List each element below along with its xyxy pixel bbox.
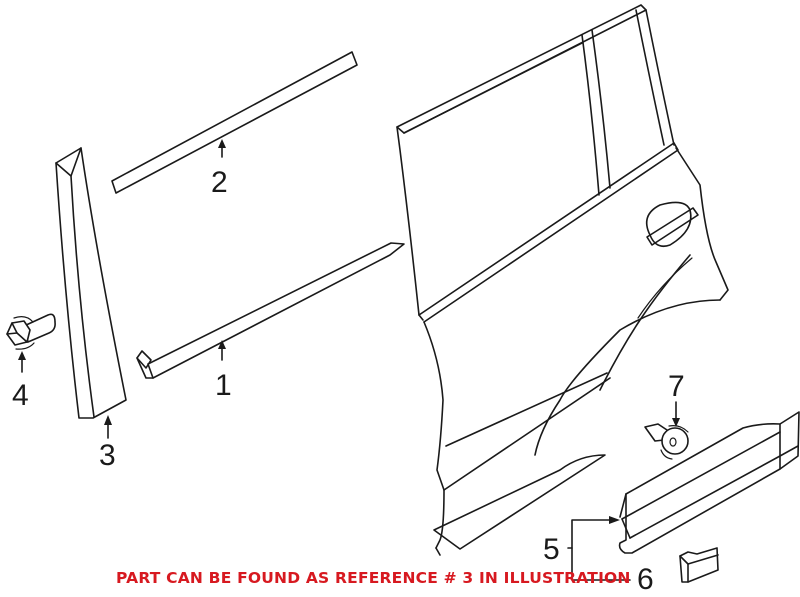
callout-6: 6 [637,563,654,596]
part-1-molding [136,242,405,379]
callout-5: 5 [543,533,560,566]
part-7-clip [644,401,689,460]
part-6-end-cap [679,547,719,583]
callout-2: 2 [211,166,228,199]
part-4-bolt [6,313,56,373]
callout-4: 4 [12,379,29,412]
part-2-molding [111,51,358,194]
part-5-body-molding [567,411,800,581]
part-3-pillar-applique [55,147,127,439]
callout-1: 1 [215,369,232,402]
callout-7: 7 [668,370,685,403]
callout-3: 3 [99,439,116,472]
reference-caption: PART CAN BE FOUND AS REFERENCE # 3 IN IL… [116,569,631,587]
rear-door-panel [396,4,729,556]
